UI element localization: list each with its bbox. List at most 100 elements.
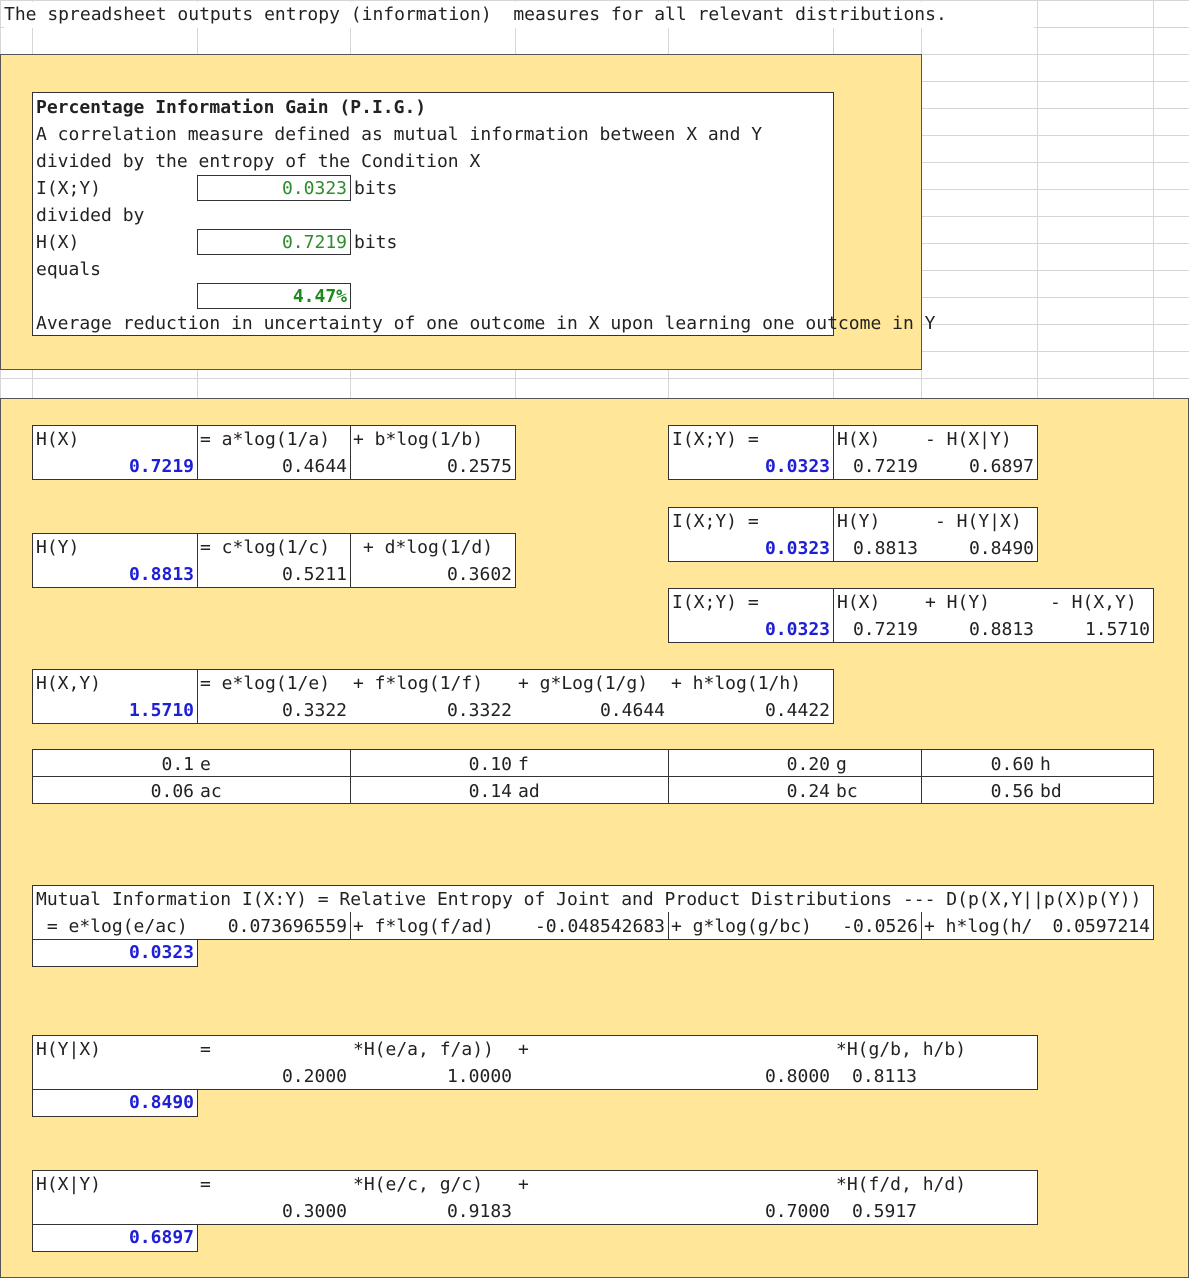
hyx-plus: + (518, 1039, 529, 1060)
pig-result[interactable]: 4.47% (197, 283, 351, 309)
ixy3-value-a[interactable]: 0.7219 (852, 619, 918, 640)
ixy-block-3 (668, 588, 1154, 643)
prob-f-value[interactable]: 0.10 (468, 754, 512, 775)
hxy-formula-1: = e*log(1/e) (200, 673, 331, 694)
hy-formula-2: + d*log(1/d) (363, 537, 494, 558)
hxy-value-3[interactable]: 0.4644 (599, 700, 665, 721)
hxgy-entropy-1[interactable]: 0.9183 (446, 1201, 512, 1222)
pig-ixy-label: I(X;Y) (36, 178, 102, 199)
mi-formula-1: = e*log(e/ac) (36, 916, 188, 937)
hx-value-1[interactable]: 0.4644 (281, 456, 347, 477)
prob-bc-value[interactable]: 0.24 (786, 781, 830, 802)
hyx-entropy-1[interactable]: 1.0000 (446, 1066, 512, 1087)
hxgy-entropy-2[interactable]: 0.5917 (852, 1201, 918, 1222)
mi-value-3[interactable]: -0.0526 (842, 916, 918, 937)
prob-ad-value[interactable]: 0.14 (468, 781, 512, 802)
hx-total[interactable]: 0.7219 (128, 456, 194, 477)
ixy-block-2 (668, 507, 1038, 562)
prob-bd-name: bd (1040, 781, 1062, 802)
hxy-label: H(X,Y) (36, 673, 102, 694)
mi-value-1[interactable]: 0.073696559 (227, 916, 347, 937)
prob-ac-name: ac (200, 781, 222, 802)
ixy2-total[interactable]: 0.0323 (764, 538, 830, 559)
hxgy-term-1: *H(e/c, g/c) (353, 1174, 484, 1195)
ixy3-value-b[interactable]: 0.8813 (968, 619, 1034, 640)
prob-g-name: g (836, 754, 847, 775)
hyx-eq: = (200, 1039, 211, 1060)
prob-f-name: f (518, 754, 529, 775)
pig-summary: Average reduction in uncertainty of one … (36, 313, 936, 334)
ixy3-term-a: H(X) (837, 592, 881, 613)
hx-block (32, 425, 516, 480)
hyx-term-1: *H(e/a, f/a)) (353, 1039, 494, 1060)
hy-value-2[interactable]: 0.3602 (446, 564, 512, 585)
ixy2-label: I(X;Y) = (672, 511, 759, 532)
mi-formula-2: + f*log(f/ad) (353, 916, 494, 937)
ixy3-total[interactable]: 0.0323 (764, 619, 830, 640)
hxy-value-1[interactable]: 0.3322 (281, 700, 347, 721)
mi-total[interactable]: 0.0323 (32, 939, 198, 967)
hy-value-1[interactable]: 0.5211 (281, 564, 347, 585)
pig-desc-2: divided by the entropy of the Condition … (36, 151, 481, 172)
hy-block (32, 533, 516, 588)
mi-block (32, 885, 1154, 940)
hxgy-total[interactable]: 0.6897 (32, 1224, 198, 1252)
ixy3-label: I(X;Y) = (672, 592, 759, 613)
ixy1-value-b[interactable]: 0.6897 (968, 456, 1034, 477)
prob-h-name: h (1040, 754, 1051, 775)
hxgy-block (32, 1170, 1038, 1225)
hyx-total[interactable]: 0.8490 (32, 1089, 198, 1117)
hy-formula-1: = c*log(1/c) (200, 537, 331, 558)
hxy-block (32, 669, 834, 724)
pig-box (32, 92, 834, 336)
prob-e-name: e (200, 754, 211, 775)
mi-value-4[interactable]: 0.0597214 (1052, 916, 1150, 937)
pig-desc-1: A correlation measure defined as mutual … (36, 124, 763, 145)
hxgy-plus: + (518, 1174, 529, 1195)
ixy1-term-b: - H(X|Y) (925, 429, 1012, 450)
hyx-weight-2[interactable]: 0.8000 (764, 1066, 830, 1087)
ixy3-value-c[interactable]: 1.5710 (1084, 619, 1150, 640)
intro-text: The spreadsheet outputs entropy (informa… (4, 2, 1034, 28)
hx-label: H(X) (36, 429, 80, 450)
prob-e-value[interactable]: 0.1 (161, 754, 194, 775)
mi-value-2[interactable]: -0.048542683 (534, 916, 665, 937)
hyx-block (32, 1035, 1038, 1090)
prob-bd-value[interactable]: 0.56 (990, 781, 1034, 802)
hx-value-2[interactable]: 0.2575 (446, 456, 512, 477)
hxy-formula-3: + g*Log(1/g) (518, 673, 649, 694)
ixy2-term-b: - H(Y|X) (935, 511, 1022, 532)
pig-ixy-value[interactable]: 0.0323 (197, 175, 351, 201)
ixy1-label: I(X;Y) = (672, 429, 759, 450)
hxy-formula-2: + f*log(1/f) (353, 673, 484, 694)
pig-divided-by: divided by (36, 205, 145, 226)
hx-formula-2: + b*log(1/b) (353, 429, 484, 450)
hx-formula-1: = a*log(1/a) (200, 429, 331, 450)
hxy-value-2[interactable]: 0.3322 (446, 700, 512, 721)
hxgy-label: H(X|Y) (36, 1174, 102, 1195)
hxgy-term-2: *H(f/d, h/d) (836, 1174, 967, 1195)
hyx-entropy-2[interactable]: 0.8113 (852, 1066, 918, 1087)
hyx-term-2: *H(g/b, h/b) (836, 1039, 967, 1060)
hyx-label: H(Y|X) (36, 1039, 102, 1060)
ixy2-term-a: H(Y) (837, 511, 881, 532)
ixy3-term-b: + H(Y) (925, 592, 991, 613)
ixy1-total[interactable]: 0.0323 (764, 456, 830, 477)
prob-bc-name: bc (836, 781, 858, 802)
hy-total[interactable]: 0.8813 (128, 564, 194, 585)
hxgy-weight-1[interactable]: 0.3000 (281, 1201, 347, 1222)
ixy1-value-a[interactable]: 0.7219 (852, 456, 918, 477)
ixy2-value-b[interactable]: 0.8490 (968, 538, 1034, 559)
pig-hx-label: H(X) (36, 232, 80, 253)
hxy-value-4[interactable]: 0.4422 (764, 700, 830, 721)
prob-h-value[interactable]: 0.60 (990, 754, 1034, 775)
hxy-total[interactable]: 1.5710 (128, 700, 194, 721)
prob-ac-value[interactable]: 0.06 (150, 781, 194, 802)
hyx-weight-1[interactable]: 0.2000 (281, 1066, 347, 1087)
mi-formula-3: + g*log(g/bc) (671, 916, 812, 937)
ixy2-value-a[interactable]: 0.8813 (852, 538, 918, 559)
pig-hx-value[interactable]: 0.7219 (197, 229, 351, 255)
ixy-block-1 (668, 425, 1038, 480)
prob-g-value[interactable]: 0.20 (786, 754, 830, 775)
hxgy-weight-2[interactable]: 0.7000 (764, 1201, 830, 1222)
